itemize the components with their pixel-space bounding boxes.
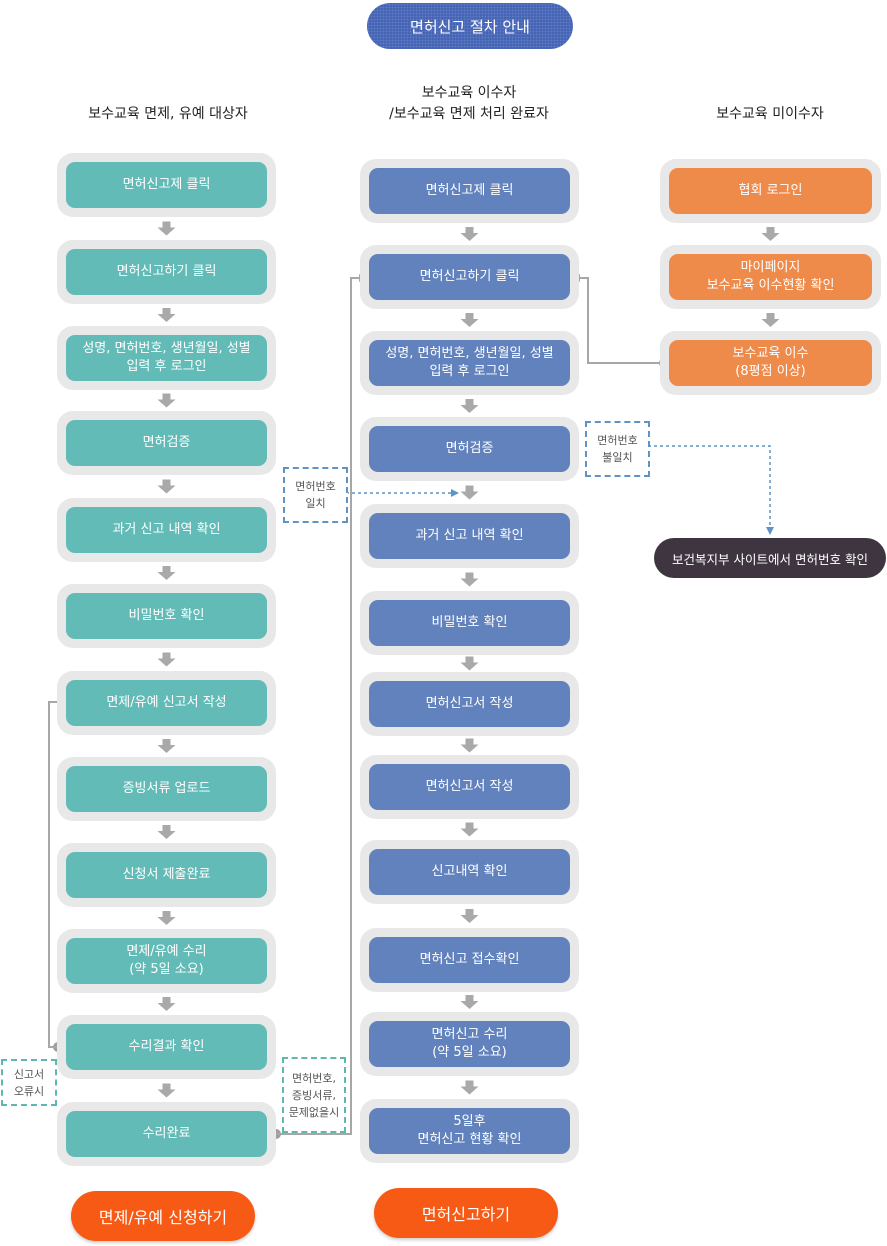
left-step-label: 면허신고제 클릭 [66, 162, 267, 208]
license-report-button[interactable]: 면허신고하기 [374, 1188, 558, 1238]
left-step-2: 면허신고하기 클릭 [57, 240, 276, 304]
right-step-label: 협회 로그인 [669, 168, 872, 214]
middle-step-arrow [460, 909, 479, 923]
left-step-9: 신청서 제출완료 [57, 843, 276, 907]
middle-step-arrow [460, 822, 479, 837]
left-step-arrow [157, 1083, 176, 1098]
middle-step-2: 면허신고하기 클릭 [360, 245, 579, 309]
left-step-6: 비밀번호 확인 [57, 584, 276, 648]
exemption-apply-button[interactable]: 면제/유예 신청하기 [71, 1191, 255, 1241]
left-step-label: 증빙서류 업로드 [66, 766, 267, 812]
middle-step-label: 비밀번호 확인 [369, 600, 570, 646]
middle-step-1: 면허신고제 클릭 [360, 159, 579, 223]
middle-step-label: 면허신고 접수확인 [369, 937, 570, 983]
left-step-11: 수리결과 확인 [57, 1015, 276, 1079]
middle-step-10: 면허신고 접수확인 [360, 928, 579, 992]
left-step-3: 성명, 면허번호, 생년월일, 성별 입력 후 로그인 [57, 326, 276, 390]
middle-step-4: 면허검증 [360, 417, 579, 481]
step-arrows [157, 221, 780, 1098]
left-step-arrow [157, 308, 176, 322]
left-step-label: 과거 신고 내역 확인 [66, 507, 267, 553]
middle-step-9: 신고내역 확인 [360, 840, 579, 904]
middle-step-8: 면허신고서 작성 [360, 755, 579, 819]
left-step-arrow [157, 479, 176, 494]
middle-step-arrow [460, 995, 479, 1009]
middle-step-label: 면허신고 수리 (약 5일 소요) [369, 1021, 570, 1067]
left-step-arrow [157, 997, 176, 1011]
middle-step-label: 면허검증 [369, 426, 570, 472]
left-step-5: 과거 신고 내역 확인 [57, 498, 276, 562]
no-problem-note: 면허번호, 증빙서류, 문제없을시 [282, 1057, 346, 1133]
middle-step-arrow [460, 227, 479, 241]
left-step-label: 면제/유예 신고서 작성 [66, 680, 267, 726]
left-step-arrow [157, 739, 176, 753]
middle-step-arrow [460, 738, 479, 753]
left-step-10: 면제/유예 수리 (약 5일 소요) [57, 929, 276, 993]
left-step-1: 면허신고제 클릭 [57, 153, 276, 217]
left-step-arrow [157, 393, 176, 408]
right-step-label: 마이페이지 보수교육 이수현황 확인 [669, 254, 872, 300]
middle-step-5: 과거 신고 내역 확인 [360, 504, 579, 568]
right-step-1: 협회 로그인 [660, 159, 881, 223]
left-step-label: 성명, 면허번호, 생년월일, 성별 입력 후 로그인 [66, 335, 267, 381]
left-step-12: 수리완료 [57, 1102, 276, 1166]
left-step-label: 면허검증 [66, 420, 267, 466]
middle-step-label: 5일후 면허신고 현황 확인 [369, 1108, 570, 1154]
middle-step-arrow [460, 399, 479, 413]
right-step-label: 보수교육 이수 (8평점 이상) [669, 340, 872, 386]
right-step-arrow [761, 227, 780, 241]
right-step-2: 마이페이지 보수교육 이수현황 확인 [660, 245, 881, 309]
middle-step-arrow [460, 313, 479, 327]
left-step-7: 면제/유예 신고서 작성 [57, 671, 276, 735]
middle-step-arrow [460, 1080, 479, 1095]
left-step-arrow [157, 566, 176, 580]
middle-step-6: 비밀번호 확인 [360, 591, 579, 655]
middle-step-arrow [460, 572, 479, 587]
left-column-heading: 보수교육 면제, 유예 대상자 [88, 106, 248, 122]
left-step-label: 면제/유예 수리 (약 5일 소요) [66, 938, 267, 984]
right-step-arrow [761, 313, 780, 327]
left-step-arrow [157, 825, 176, 839]
middle-step-label: 성명, 면허번호, 생년월일, 성별 입력 후 로그인 [369, 340, 570, 386]
middle-step-label: 면허신고서 작성 [369, 681, 570, 727]
middle-step-label: 면허신고하기 클릭 [369, 254, 570, 300]
right-step-3: 보수교육 이수 (8평점 이상) [660, 331, 881, 395]
left-step-8: 증빙서류 업로드 [57, 757, 276, 821]
middle-step-11: 면허신고 수리 (약 5일 소요) [360, 1012, 579, 1076]
right-column-heading: 보수교육 미이수자 [716, 106, 824, 122]
middle-step-12: 5일후 면허신고 현황 확인 [360, 1099, 579, 1163]
external-check-badge: 보건복지부 사이트에서 면허번호 확인 [654, 538, 886, 578]
report-error-note: 신고서 오류시 [1, 1059, 57, 1106]
license-mismatch-note: 면허번호 불일치 [585, 421, 650, 477]
left-step-arrow [157, 652, 176, 667]
left-step-label: 수리완료 [66, 1111, 267, 1157]
left-step-arrow [157, 911, 176, 925]
middle-step-arrow [460, 485, 479, 500]
left-step-4: 면허검증 [57, 411, 276, 475]
middle-step-label: 면허신고서 작성 [369, 764, 570, 810]
license-match-note: 면허번호 일치 [283, 467, 348, 523]
middle-step-label: 과거 신고 내역 확인 [369, 513, 570, 559]
page-title: 면허신고 절차 안내 [367, 3, 573, 49]
mismatch-dashed-arrow [648, 445, 774, 535]
left-step-label: 수리결과 확인 [66, 1024, 267, 1070]
middle-step-7: 면허신고서 작성 [360, 672, 579, 736]
left-step-label: 면허신고하기 클릭 [66, 249, 267, 295]
middle-column-heading: 보수교육 이수자 /보수교육 면제 처리 완료자 [389, 85, 549, 122]
middle-step-arrow [460, 656, 479, 671]
completion-connector [271, 274, 367, 1139]
middle-step-3: 성명, 면허번호, 생년월일, 성별 입력 후 로그인 [360, 331, 579, 395]
middle-step-label: 면허신고제 클릭 [369, 168, 570, 214]
left-step-label: 비밀번호 확인 [66, 593, 267, 639]
middle-step-label: 신고내역 확인 [369, 849, 570, 895]
left-step-arrow [157, 221, 176, 236]
education-return-connector [572, 274, 669, 368]
left-step-label: 신청서 제출완료 [66, 852, 267, 898]
